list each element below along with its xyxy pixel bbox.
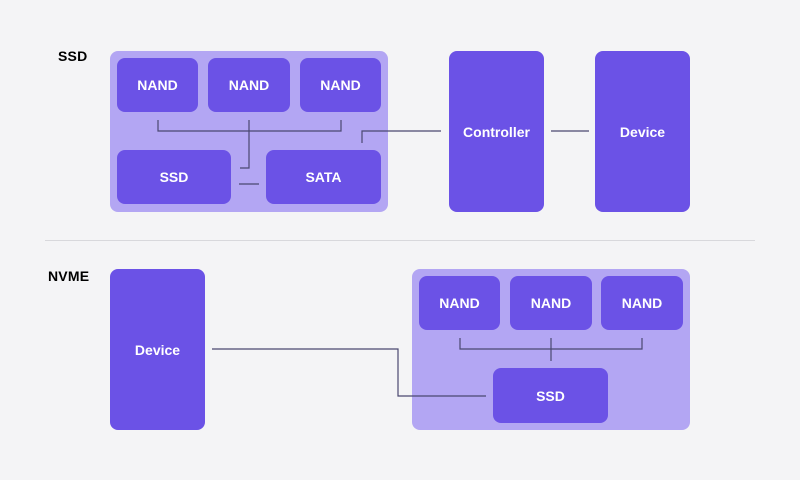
section-label-nvme: NVME [48, 268, 90, 284]
ssd-nand-chip-2: NAND [208, 58, 290, 112]
controller-block: Controller [449, 51, 544, 212]
nvme-nand-chip-2: NAND [510, 276, 592, 330]
ssd-device-block: Device [595, 51, 690, 212]
nvme-device-block: Device [110, 269, 205, 430]
ssd-nand-chip-1: NAND [117, 58, 198, 112]
sata-block: SATA [266, 150, 381, 204]
nvme-ssd-block: SSD [493, 368, 608, 423]
ssd-nand-chip-3: NAND [300, 58, 381, 112]
section-label-ssd: SSD [58, 48, 88, 64]
nvme-nand-chip-1: NAND [419, 276, 500, 330]
ssd-block: SSD [117, 150, 231, 204]
nvme-nand-chip-3: NAND [601, 276, 683, 330]
section-divider [45, 240, 755, 241]
